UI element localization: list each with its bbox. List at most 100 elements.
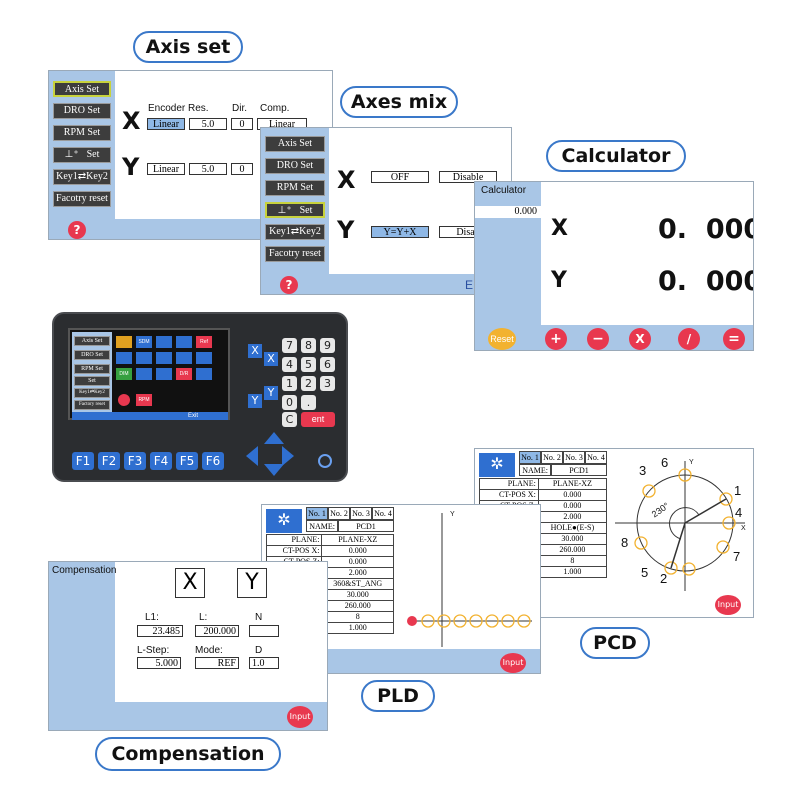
param-value[interactable]: 1.000 [321,622,394,634]
param-value[interactable]: 0.000 [321,545,394,557]
target-icon[interactable] [116,352,132,364]
x-encoder-field[interactable]: Linear [147,118,185,130]
dpad-up-icon[interactable] [264,432,284,444]
comp-input-button[interactable]: Input [287,706,313,728]
param-value[interactable]: 8 [537,555,608,567]
dpad-right-icon[interactable] [282,446,294,466]
pld-name-val[interactable]: PCD1 [338,520,394,532]
pcd-tab-4[interactable]: No. 4 [585,451,607,464]
device-key-3[interactable]: 3 [320,376,335,391]
pld-icon[interactable] [196,352,212,364]
param-value[interactable]: PLANE-XZ [321,534,394,546]
param-value[interactable]: 30.000 [321,589,394,601]
device-menu-set[interactable]: Set [74,376,110,386]
pcd-tab-2[interactable]: No. 2 [541,451,563,464]
device-f3-key[interactable]: F3 [124,452,146,470]
comp-n-field[interactable] [249,625,279,637]
tool-icon[interactable] [176,352,192,364]
menu-key-swap[interactable]: Key1⇄Key2 [265,224,325,240]
pld-tab-4[interactable]: No. 4 [372,507,394,520]
menu-rpm-set[interactable]: RPM Set [265,180,325,196]
menu-dro-set[interactable]: DRO Set [265,158,325,174]
menu-set[interactable]: ⊥⁺Set [265,202,325,218]
x-res-field[interactable]: 5.0 [189,118,227,130]
menu-dro-set[interactable]: DRO Set [53,103,111,119]
pld-input-button[interactable]: Input [500,653,526,673]
device-key-enter[interactable]: ent [301,412,335,427]
comp-d-field[interactable]: 1.0 [249,657,279,669]
param-value[interactable]: 1.000 [537,566,608,578]
param-value[interactable]: HOLE●(E-S) [537,522,608,534]
param-value[interactable]: 0.000 [537,500,608,512]
help-icon[interactable]: ? [280,276,298,294]
device-key-dot[interactable]: . [301,395,316,410]
param-value[interactable]: 0.000 [321,556,394,568]
device-menu-factory-reset[interactable]: Factory reset [74,400,110,410]
reset-button[interactable]: Reset [488,328,516,350]
device-x-key-2[interactable]: X [264,352,278,366]
exit-partial[interactable]: E [465,278,474,292]
calculator-input[interactable]: 0.000 [475,206,541,218]
param-value[interactable]: 2.000 [537,511,608,523]
device-key-c[interactable]: C [282,412,297,427]
menu-set[interactable]: ⊥⁺Set [53,147,111,163]
calc-divide-button[interactable]: / [678,328,700,350]
comp-mode-field[interactable]: REF [195,657,239,669]
menu-factory-reset[interactable]: Facotry reset [53,191,111,207]
dpad-down-icon[interactable] [264,464,284,476]
device-y-key-2[interactable]: Y [248,394,262,408]
arc-icon[interactable] [156,336,172,348]
triangle-icon[interactable] [136,368,152,380]
calc-minus-button[interactable]: − [587,328,609,350]
device-menu-axis-set[interactable]: Axis Set [74,336,110,346]
dim-icon[interactable]: DIM [116,368,132,380]
device-help-icon[interactable] [118,394,130,406]
comp-l-field[interactable]: 200.000 [195,625,239,637]
param-value[interactable]: 2.000 [321,567,394,579]
device-f4-key[interactable]: F4 [150,452,172,470]
device-key-9[interactable]: 9 [320,338,335,353]
device-key-2[interactable]: 2 [301,376,316,391]
pld-tab-3[interactable]: No. 3 [350,507,372,520]
calc-icon[interactable] [136,352,152,364]
device-menu-rpm-set[interactable]: RPM Set [74,364,110,374]
param-value[interactable]: 8 [321,611,394,623]
pcd-name-val[interactable]: PCD1 [551,464,607,476]
device-x-key-1[interactable]: X [248,344,262,358]
mix-x-state[interactable]: Disable [439,171,497,183]
calc-plus-button[interactable]: + [545,328,567,350]
help-icon[interactable]: ? [68,221,86,239]
device-f2-key[interactable]: F2 [98,452,120,470]
power-icon[interactable] [318,454,332,468]
y-res-field[interactable]: 5.0 [189,163,227,175]
x-dir-field[interactable]: 0 [231,118,253,130]
device-menu-dro-set[interactable]: DRO Set [74,350,110,360]
comp-l1-field[interactable]: 23.485 [137,625,183,637]
device-y-key-1[interactable]: Y [264,386,278,400]
pld-tab-1[interactable]: No. 1 [306,507,328,520]
menu-factory-reset[interactable]: Facotry reset [265,246,325,262]
mix-x-mode[interactable]: OFF [371,171,429,183]
y-encoder-field[interactable]: Linear [147,163,185,175]
device-f6-key[interactable]: F6 [202,452,224,470]
device-menu-key-swap[interactable]: Key1⇄Key2 [74,388,110,398]
menu-key-swap[interactable]: Key1⇄Key2 [53,169,111,185]
param-value[interactable]: 360&ST_ANG [321,578,394,590]
device-key-7[interactable]: 7 [282,338,297,353]
param-value[interactable]: PLANE-XZ [537,478,608,490]
y-dir-field[interactable]: 0 [231,163,253,175]
device-key-6[interactable]: 6 [320,357,335,372]
mix-y-mode[interactable]: Y=Y+X [371,226,429,238]
pcd-icon[interactable] [176,336,192,348]
pcd-input-button[interactable]: Input [715,595,741,615]
device-key-8[interactable]: 8 [301,338,316,353]
device-key-5[interactable]: 5 [301,357,316,372]
grid-icon[interactable] [156,352,172,364]
param-value[interactable]: 0.000 [537,489,608,501]
device-key-0[interactable]: 0 [282,395,297,410]
calc-multiply-button[interactable]: X [629,328,651,350]
device-f5-key[interactable]: F5 [176,452,198,470]
device-f1-key[interactable]: F1 [72,452,94,470]
f-icon[interactable] [196,368,212,380]
menu-axis-set[interactable]: Axis Set [53,81,111,97]
